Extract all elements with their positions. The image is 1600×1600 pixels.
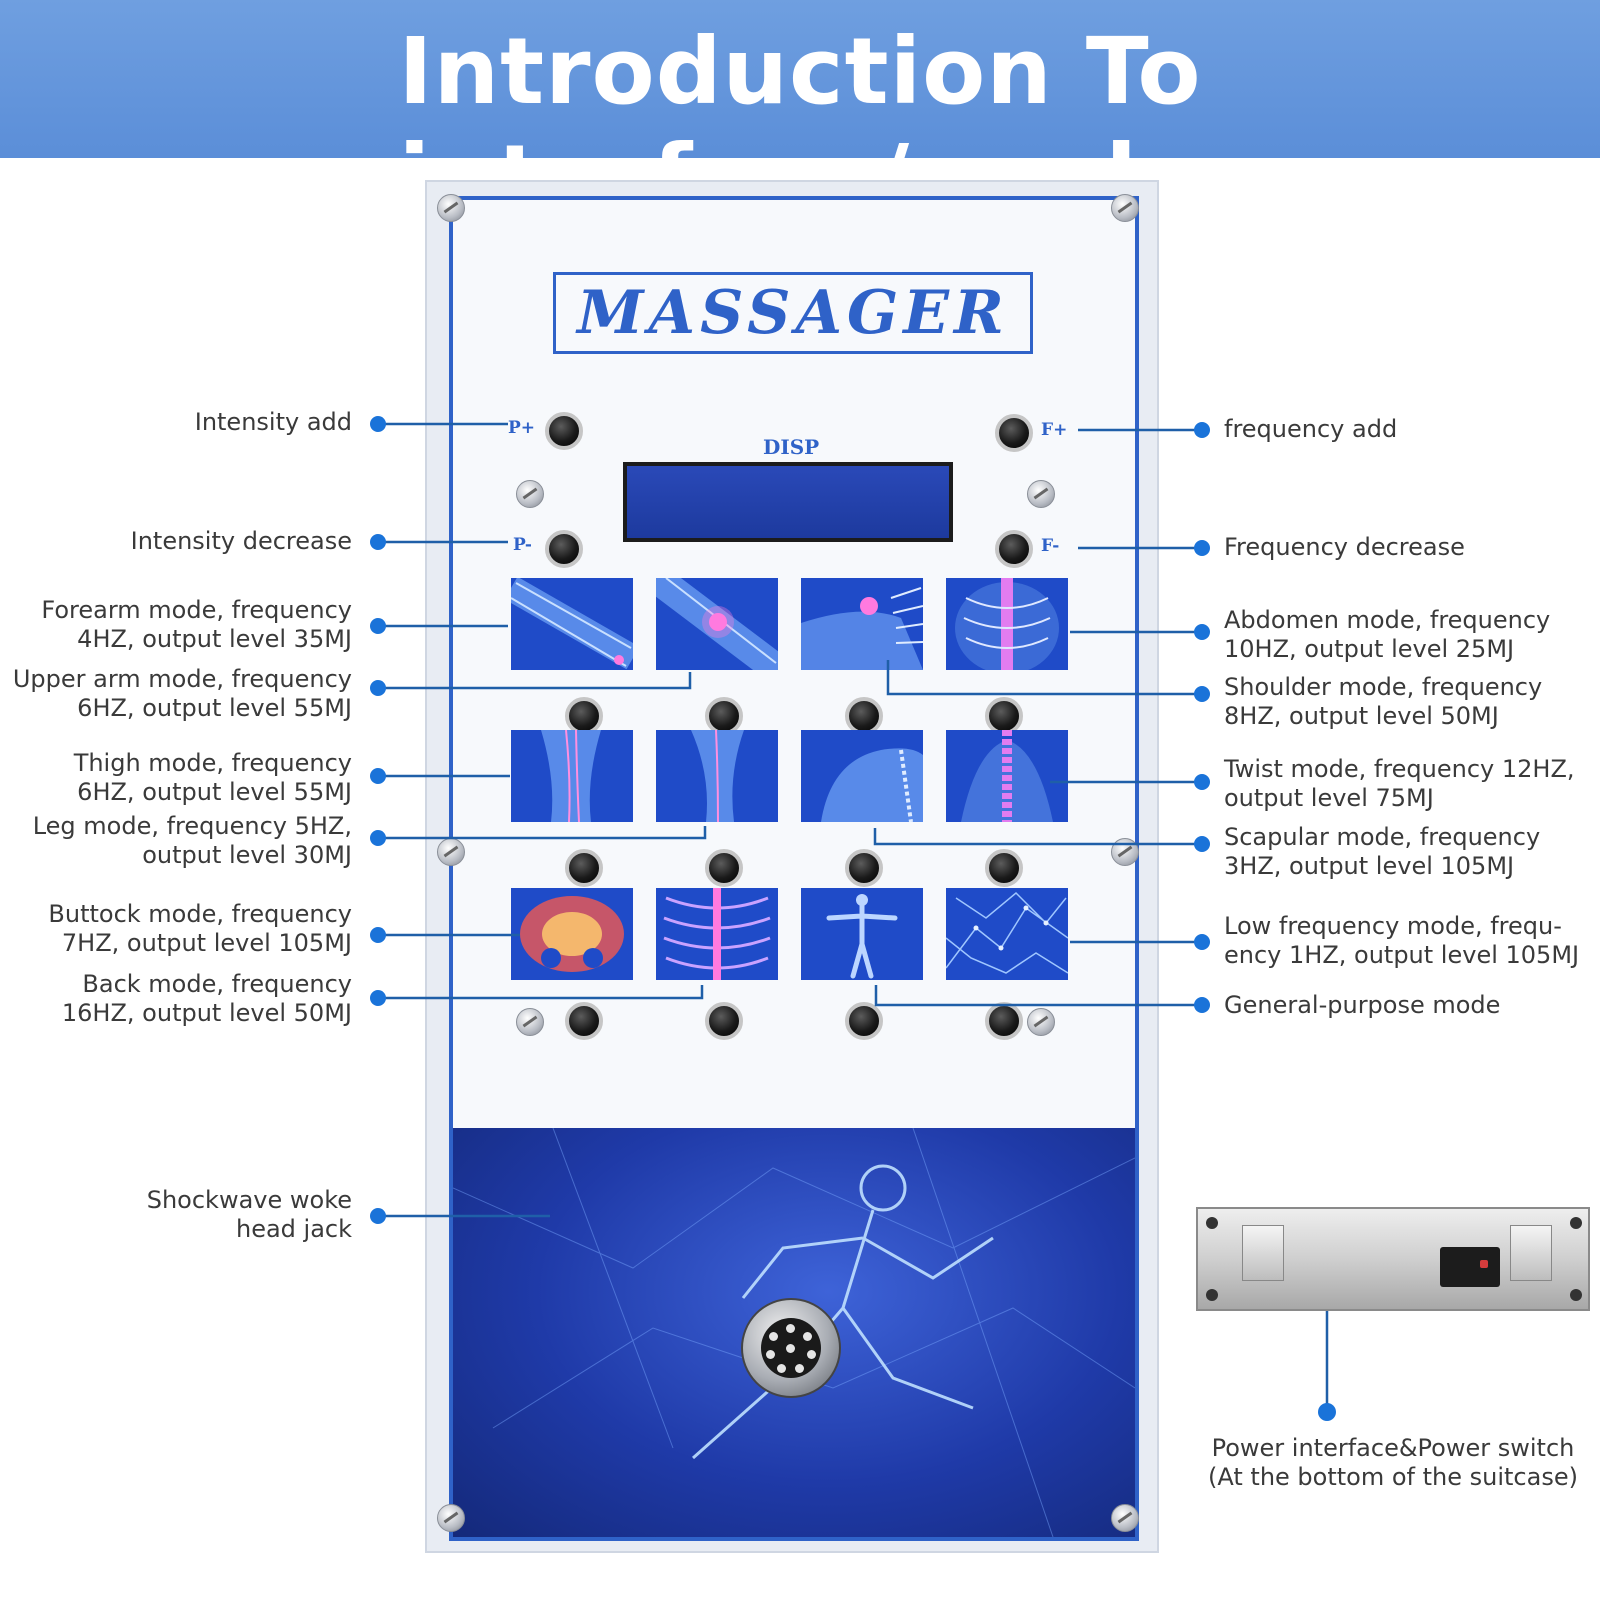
screw-icon [1111, 194, 1139, 222]
callout-leg-mode: Leg mode, frequency 5HZ,output level 30M… [32, 812, 352, 869]
back-mode-image [656, 888, 778, 980]
twist-mode-image [946, 730, 1068, 822]
screw-icon [1027, 480, 1055, 508]
screw-icon [1111, 1504, 1139, 1532]
forearm-mode-image [511, 578, 633, 670]
intensity-decrease-button[interactable] [545, 530, 583, 568]
low-frequency-mode-image [946, 888, 1068, 980]
screw-icon [516, 1008, 544, 1036]
general-purpose-mode-button[interactable] [845, 1002, 883, 1040]
runner-graphic [453, 1128, 1135, 1537]
screw-icon [437, 1504, 465, 1532]
thigh-mode-image [511, 730, 633, 822]
f-minus-label: F- [1041, 536, 1060, 556]
screw-icon [516, 480, 544, 508]
callout-intensity-decrease: Intensity decrease [130, 527, 352, 555]
upper-arm-mode-image [656, 578, 778, 670]
header-banner: Introduction To interface/mode [0, 0, 1600, 232]
intensity-add-button[interactable] [545, 412, 583, 450]
callout-general-purpose-mode: General-purpose mode [1224, 991, 1501, 1019]
device-panel: MASSAGER DISP P+ P- F+ F- [425, 180, 1159, 1553]
f-plus-label: F+ [1041, 420, 1068, 440]
twist-mode-button[interactable] [985, 849, 1023, 887]
p-minus-label: P- [513, 535, 532, 555]
abdomen-mode-image [946, 578, 1068, 670]
scapular-mode-image [801, 730, 923, 822]
power-switch-indicator [1480, 1260, 1488, 1268]
disp-label: DISP [763, 435, 820, 459]
callout-intensity-add: Intensity add [194, 408, 352, 436]
general-purpose-mode-image [801, 888, 923, 980]
callout-power-interface: Power interface&Power switch(At the bott… [1208, 1434, 1578, 1491]
brand-logo: MASSAGER [553, 272, 1033, 354]
power-interface-photo [1196, 1207, 1590, 1311]
scapular-mode-button[interactable] [845, 849, 883, 887]
shoulder-mode-image [801, 578, 923, 670]
abdomen-mode-button[interactable] [985, 697, 1023, 735]
buttock-mode-button[interactable] [565, 1002, 603, 1040]
callout-frequency-add: frequency add [1224, 415, 1398, 443]
latch-icon [1510, 1225, 1552, 1281]
p-plus-label: P+ [508, 418, 536, 438]
latch-icon [1242, 1225, 1284, 1281]
power-switch[interactable] [1440, 1247, 1500, 1287]
brand-logo-text: MASSAGER [577, 278, 1009, 348]
screw-icon [1027, 1008, 1055, 1036]
screw-icon [437, 194, 465, 222]
callout-twist-mode: Twist mode, frequency 12HZ,output level … [1224, 755, 1575, 812]
device-faceplate: MASSAGER DISP P+ P- F+ F- [449, 196, 1139, 1541]
shockwave-head-jack[interactable] [741, 1298, 841, 1398]
forearm-mode-button[interactable] [565, 697, 603, 735]
callout-low-frequency-mode: Low frequency mode, frequ-ency 1HZ, outp… [1224, 912, 1580, 969]
thigh-mode-button[interactable] [565, 849, 603, 887]
back-mode-button[interactable] [705, 1002, 743, 1040]
frequency-add-button[interactable] [995, 414, 1033, 452]
screw-icon [1111, 838, 1139, 866]
lcd-display [623, 462, 953, 542]
leg-mode-button[interactable] [705, 849, 743, 887]
leg-mode-image [656, 730, 778, 822]
frequency-decrease-button[interactable] [995, 530, 1033, 568]
callout-frequency-decrease: Frequency decrease [1224, 533, 1465, 561]
buttock-mode-image [511, 888, 633, 980]
